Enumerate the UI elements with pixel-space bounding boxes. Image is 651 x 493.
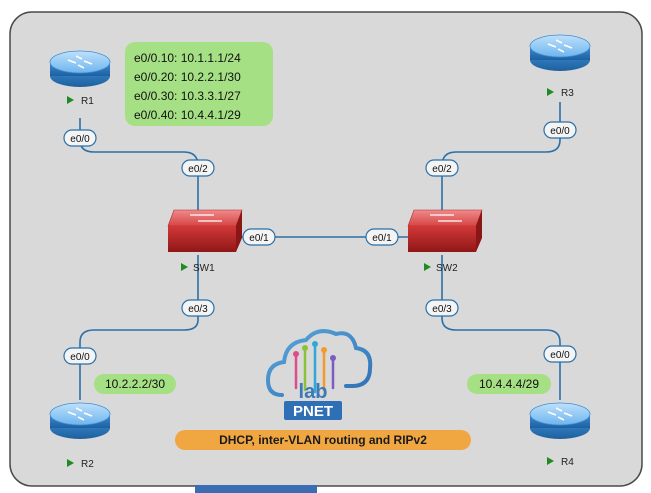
svg-text:R1: R1	[81, 96, 94, 107]
svg-text:SW1: SW1	[193, 263, 215, 274]
node-label-sw2: SW2	[424, 263, 458, 274]
interface-label: e0/3	[181, 299, 215, 317]
svg-text:e0/0: e0/0	[550, 350, 570, 361]
interface-label: e0/3	[425, 299, 459, 317]
lab-title-banner: DHCP, inter-VLAN routing and RIPv2	[175, 430, 471, 450]
router-arrows-icon	[547, 407, 573, 421]
switch-arrows-icon	[190, 214, 222, 222]
svg-text:lab: lab	[299, 381, 328, 403]
link-sw2-r4	[441, 255, 561, 400]
svg-text:e0/3: e0/3	[188, 304, 208, 315]
interface-label: e0/1	[242, 228, 276, 246]
svg-text:e0/0: e0/0	[550, 126, 570, 137]
interface-label: e0/0	[543, 121, 577, 139]
svg-text:e0/0.40: 10.4.4.1/29: e0/0.40: 10.4.4.1/29	[134, 108, 241, 122]
svg-text:e0/0.10: 10.1.1.1/24: e0/0.10: 10.1.1.1/24	[134, 51, 241, 65]
r2-ip-note: 10.2.2.2/30	[94, 374, 176, 394]
link-sw1-r2	[79, 255, 199, 400]
svg-text:e0/0: e0/0	[70, 352, 90, 363]
play-icon	[424, 263, 431, 271]
switch-sw1[interactable]	[167, 209, 243, 252]
interface-label: e0/2	[181, 159, 215, 177]
svg-text:e0/0: e0/0	[70, 134, 90, 145]
interface-label: e0/0	[63, 129, 97, 147]
interface-label: e0/0	[63, 347, 97, 365]
svg-text:e0/1: e0/1	[249, 233, 269, 244]
svg-text:e0/0.30: 10.3.3.1/27: e0/0.30: 10.3.3.1/27	[134, 89, 241, 103]
svg-text:10.4.4.4/29: 10.4.4.4/29	[479, 377, 539, 391]
svg-text:e0/0.20: 10.2.2.1/30: e0/0.20: 10.2.2.1/30	[134, 70, 241, 84]
svg-text:R4: R4	[561, 457, 574, 468]
router-r3[interactable]	[529, 34, 591, 71]
node-label-r1: R1	[67, 96, 94, 107]
r1-subinterface-note: e0/0.10: 10.1.1.1/24 e0/0.20: 10.2.2.1/3…	[125, 42, 273, 126]
svg-text:R2: R2	[81, 459, 94, 470]
node-label-r2: R2	[67, 459, 94, 470]
router-r1[interactable]	[49, 50, 111, 87]
r4-ip-note: 10.4.4.4/29	[467, 374, 551, 394]
svg-text:e0/2: e0/2	[432, 164, 452, 175]
pnet-logo: lab PNET	[265, 329, 373, 420]
svg-text:e0/2: e0/2	[188, 164, 208, 175]
node-label-r3: R3	[547, 88, 574, 99]
svg-text:PNET: PNET	[293, 403, 333, 420]
cloud-icon	[265, 329, 373, 397]
play-icon	[67, 96, 74, 104]
switch-sw2[interactable]	[407, 209, 483, 252]
router-r4[interactable]	[529, 402, 591, 439]
router-arrows-icon	[547, 39, 573, 53]
play-icon	[547, 88, 554, 96]
play-icon	[67, 459, 74, 467]
router-r2[interactable]	[49, 402, 111, 439]
play-icon	[181, 263, 188, 271]
interface-label: e0/1	[365, 228, 399, 246]
svg-text:10.2.2.2/30: 10.2.2.2/30	[105, 377, 165, 391]
interface-label: e0/0	[543, 345, 577, 363]
switch-arrows-icon	[430, 214, 462, 222]
svg-text:e0/3: e0/3	[432, 304, 452, 315]
interface-label: e0/2	[425, 159, 459, 177]
lab-title: DHCP, inter-VLAN routing and RIPv2	[219, 433, 427, 447]
workspace-background	[9, 11, 643, 487]
node-label-sw1: SW1	[181, 263, 215, 274]
play-icon	[547, 457, 554, 465]
svg-text:R3: R3	[561, 88, 574, 99]
router-arrows-icon	[67, 55, 93, 69]
router-arrows-icon	[67, 407, 93, 421]
node-label-r4: R4	[547, 457, 574, 468]
svg-text:e0/1: e0/1	[372, 233, 392, 244]
bottom-tab[interactable]	[195, 485, 317, 493]
svg-text:SW2: SW2	[436, 263, 458, 274]
